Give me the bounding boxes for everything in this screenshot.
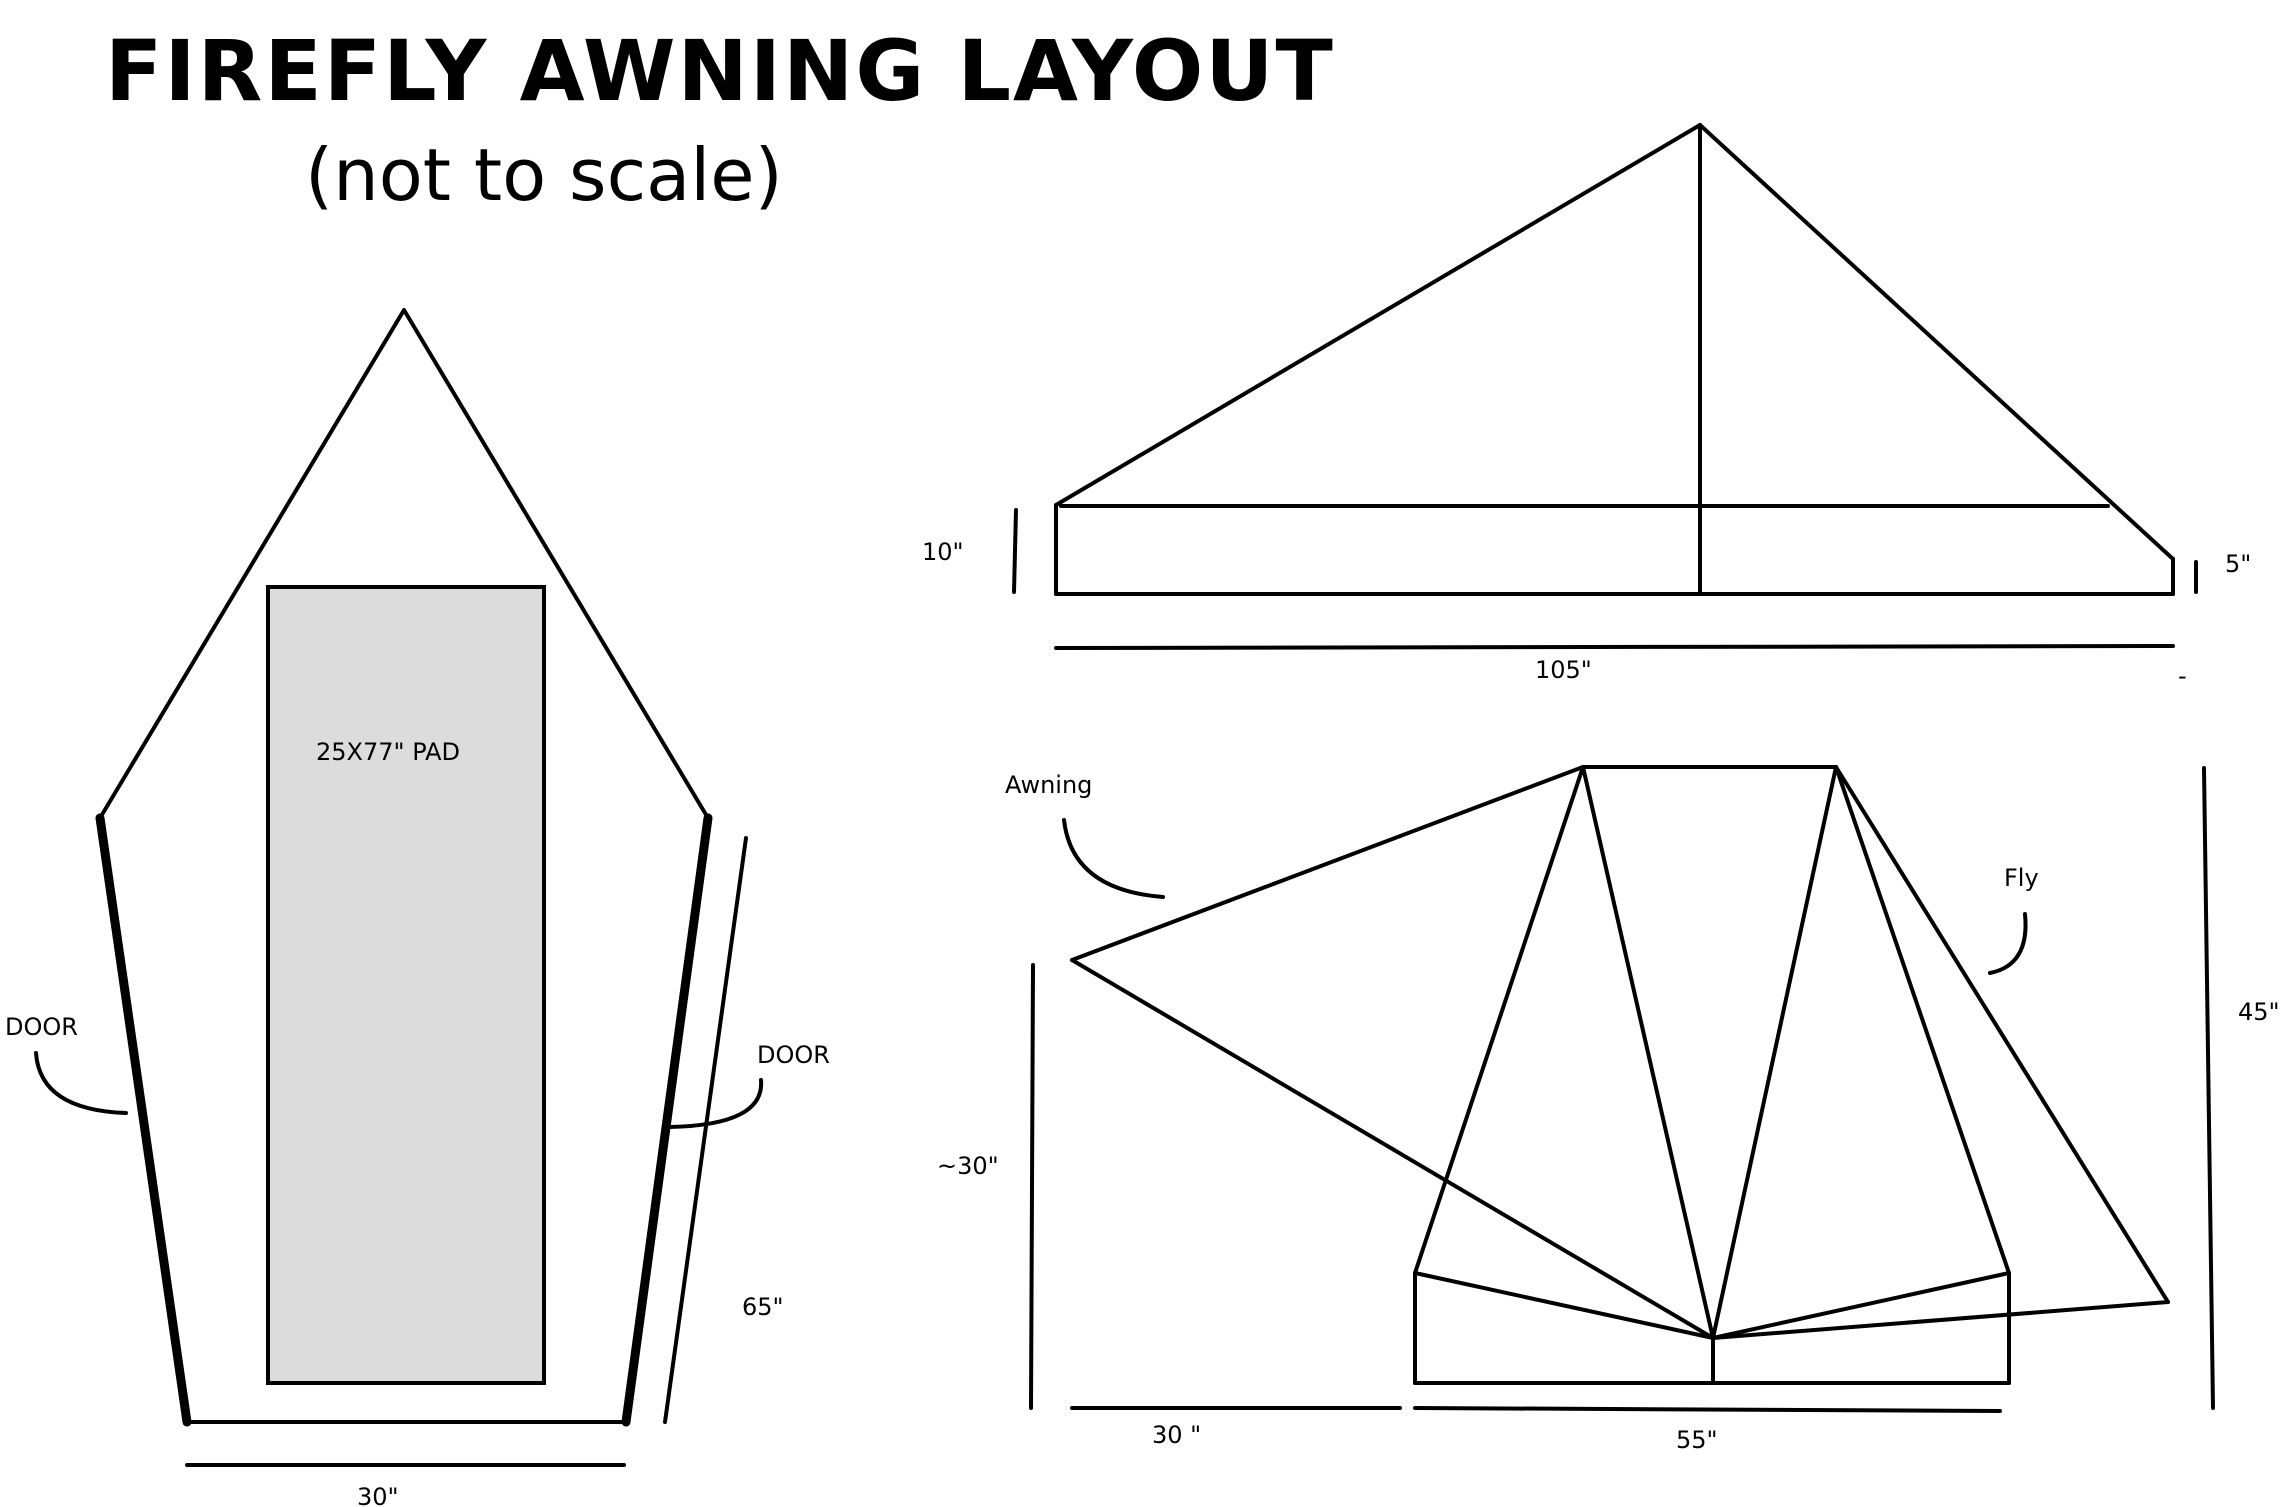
awning-height-label: ~30" — [937, 1152, 999, 1180]
front-height-dimension — [2202, 766, 2215, 1410]
diagram-subtitle: (not to scale) — [305, 133, 783, 217]
floor-outline — [98, 308, 710, 820]
pad-label: 25X77" PAD — [316, 738, 460, 766]
front-panel-right-inner — [1711, 765, 1838, 1340]
front-door-right-lower — [1711, 1271, 2011, 1340]
front-panel-left-outer — [1413, 765, 1585, 1275]
sleeping-pad — [266, 585, 546, 1385]
awning-leader — [1062, 818, 1165, 899]
door-left-edge — [95, 813, 192, 1427]
diagram-title: FIREFLY AWNING LAYOUT — [105, 22, 1335, 120]
length-dimension-line — [663, 836, 748, 1424]
side-length-dimension — [1054, 644, 2175, 650]
floor-width-label: 30" — [357, 1483, 399, 1507]
front-width-label: 55" — [1676, 1426, 1718, 1454]
front-view: Awning Fly ~30" 45" 30 " 55" — [937, 765, 2280, 1454]
front-height-label: 45" — [2238, 998, 2280, 1026]
door-left-leader — [34, 1051, 128, 1115]
side-length-label: 105" — [1535, 656, 1592, 684]
fly-bottom-edge — [1711, 1300, 2170, 1340]
awning-bottom-edge — [1070, 958, 1715, 1340]
side-view: 10" 5" 105" - — [922, 123, 2251, 690]
door-right-leader — [668, 1078, 764, 1129]
front-panel-left-inner — [1581, 765, 1715, 1340]
fly-leader — [1988, 912, 2028, 975]
fly-label: Fly — [2004, 864, 2039, 892]
front-panel-right-outer — [1834, 765, 2011, 1275]
awning-depth-label: 30 " — [1152, 1421, 1201, 1449]
awning-label: Awning — [1005, 771, 1092, 799]
front-door-left-lower — [1413, 1271, 1715, 1340]
front-width-dimension — [1413, 1406, 2002, 1413]
door-left-label: DOOR — [5, 1013, 78, 1041]
left-height-dimension — [1012, 508, 1018, 594]
side-minus-mark: - — [2178, 662, 2187, 690]
door-right-edge — [621, 813, 713, 1427]
floor-length-label: 65" — [742, 1293, 784, 1321]
side-ridge-left — [1054, 123, 1702, 507]
door-right-label: DOOR — [757, 1041, 830, 1069]
awning-top-edge — [1070, 765, 1585, 962]
side-left-height-label: 10" — [922, 538, 964, 566]
side-right-height-label: 5" — [2225, 550, 2251, 578]
side-ridge-right — [1698, 123, 2175, 561]
awning-height-dimension — [1029, 963, 1035, 1410]
floor-plan: 25X77" PAD DOOR DOOR 65" 30" — [5, 308, 830, 1507]
fly-top-edge — [1834, 765, 2170, 1304]
